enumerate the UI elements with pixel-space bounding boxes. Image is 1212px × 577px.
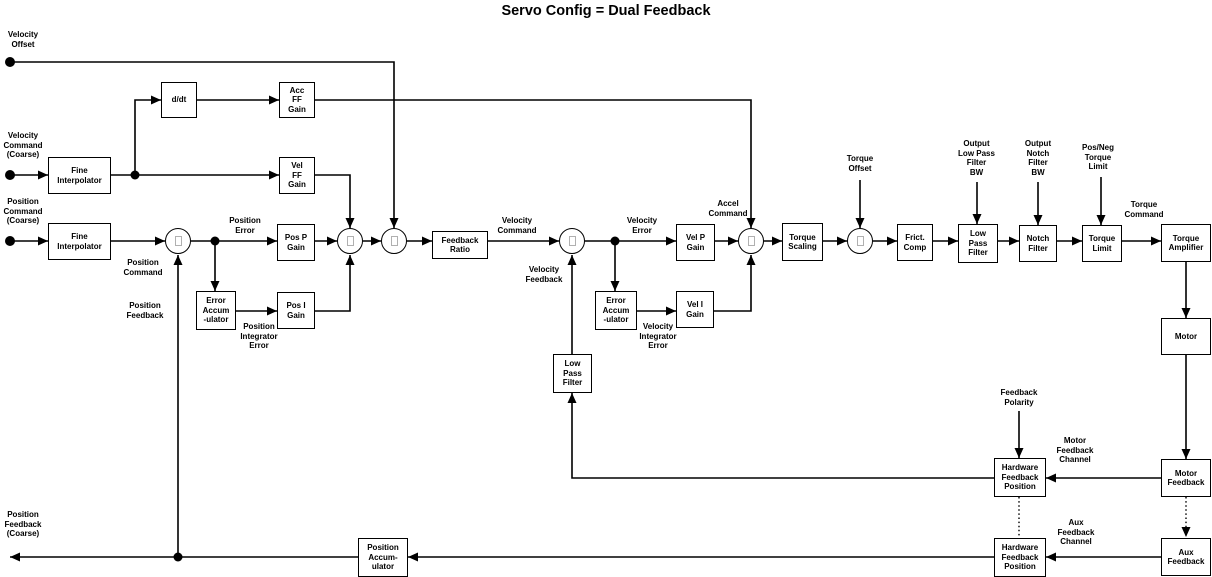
position-command-coarse-label: Position Command (Coarse) xyxy=(3,197,43,225)
motor: Motor xyxy=(1161,318,1211,355)
fine-interpolator-velocity: Fine Interpolator xyxy=(48,157,111,194)
accel-command-label: Accel Command xyxy=(708,199,748,218)
hardware-feedback-position-aux: Hardware Feedback Position xyxy=(994,538,1046,577)
position-command-label: Position Command xyxy=(123,258,163,277)
pos-neg-torque-limit-label: Pos/Neg Torque Limit xyxy=(1081,143,1114,171)
terminal-velocity-offset xyxy=(5,57,15,67)
terminal-velocity-command xyxy=(5,170,15,180)
aux-feedback-channel-label: Aux Feedback Channel xyxy=(1057,518,1095,546)
terminal-position-command xyxy=(5,236,15,246)
missing-glyph-box-icon xyxy=(390,236,398,246)
velocity-offset-label: Velocity Offset xyxy=(7,30,39,49)
torque-limit: Torque Limit xyxy=(1082,225,1122,262)
missing-glyph-box-icon xyxy=(174,236,182,246)
velocity-feedback-label: Velocity Feedback xyxy=(525,265,563,284)
velocity-command-coarse-label: Velocity Command (Coarse) xyxy=(3,131,43,159)
output-notch-filter-bw-label: Output Notch Filter BW xyxy=(1024,139,1052,177)
torque-command-label: Torque Command xyxy=(1124,200,1164,219)
d-dt: d/dt xyxy=(161,82,197,118)
missing-glyph-box-icon xyxy=(747,236,755,246)
position-error-label: Position Error xyxy=(229,216,261,235)
feedback-polarity-label: Feedback Polarity xyxy=(1000,388,1038,407)
wire-hfp-motor-to-lpf xyxy=(567,393,994,479)
vel-p-gain: Vel P Gain xyxy=(676,224,715,261)
position-accumulator: Position Accum- ulator xyxy=(358,538,408,577)
missing-glyph-box-icon xyxy=(856,236,864,246)
position-feedback-coarse-label: Position Feedback (Coarse) xyxy=(4,510,42,538)
sum-position-error xyxy=(165,228,191,254)
pos-i-gain: Pos I Gain xyxy=(277,292,315,329)
junction-position-error xyxy=(210,236,220,246)
acc-ff-gain: Acc FF Gain xyxy=(279,82,315,118)
wire-vel-ff-out xyxy=(315,174,355,228)
feedback-ratio: Feedback Ratio xyxy=(432,231,488,259)
wire-vel-i-out xyxy=(714,255,756,312)
position-integrator-error-label: Position Integrator Error xyxy=(240,322,278,350)
low-pass-filter-output: Low Pass Filter xyxy=(958,224,998,263)
error-accumulator-velocity: Error Accum -ulator xyxy=(595,291,637,330)
wire-velocity-offset xyxy=(10,61,399,228)
torque-offset-label: Torque Offset xyxy=(846,154,874,173)
notch-filter: Notch Filter xyxy=(1019,225,1057,262)
pos-p-gain: Pos P Gain xyxy=(277,224,315,261)
sum-torque-offset xyxy=(847,228,873,254)
motor-feedback-channel-label: Motor Feedback Channel xyxy=(1056,436,1094,464)
sum-velocity-error xyxy=(559,228,585,254)
output-low-pass-filter-bw-label: Output Low Pass Filter BW xyxy=(958,139,995,177)
missing-glyph-box-icon xyxy=(568,236,576,246)
torque-scaling: Torque Scaling xyxy=(782,223,823,261)
diagram-title: Servo Config = Dual Feedback xyxy=(501,3,711,19)
torque-amplifier: Torque Amplifier xyxy=(1161,224,1211,262)
missing-glyph-box-icon xyxy=(346,236,354,246)
junction-ddt-branch xyxy=(130,170,140,180)
vel-i-gain: Vel I Gain xyxy=(676,291,714,328)
junction-velocity-error xyxy=(610,236,620,246)
fine-interpolator-position: Fine Interpolator xyxy=(48,223,111,260)
sum-pos-pi-ff xyxy=(337,228,363,254)
motor-feedback: Motor Feedback xyxy=(1161,459,1211,497)
sum-accel-command xyxy=(738,228,764,254)
hardware-feedback-position-motor: Hardware Feedback Position xyxy=(994,458,1046,497)
vel-ff-gain: Vel FF Gain xyxy=(279,157,315,194)
aux-feedback: Aux Feedback xyxy=(1161,538,1211,576)
wire-pos-i-out xyxy=(315,255,355,312)
wire-ddt-branch xyxy=(134,95,161,175)
sum-velocity-offset xyxy=(381,228,407,254)
low-pass-filter-velocity: Low Pass Filter xyxy=(553,354,592,393)
velocity-command-label: Velocity Command xyxy=(497,216,537,235)
velocity-error-label: Velocity Error xyxy=(626,216,658,235)
frict-comp: Frict. Comp xyxy=(897,224,933,261)
velocity-integrator-error-label: Velocity Integrator Error xyxy=(639,322,677,350)
error-accumulator-position: Error Accum -ulator xyxy=(196,291,236,330)
position-feedback-label: Position Feedback xyxy=(126,301,164,320)
wire-acc-ff-out xyxy=(315,99,756,228)
junction-position-feedback xyxy=(173,552,183,562)
